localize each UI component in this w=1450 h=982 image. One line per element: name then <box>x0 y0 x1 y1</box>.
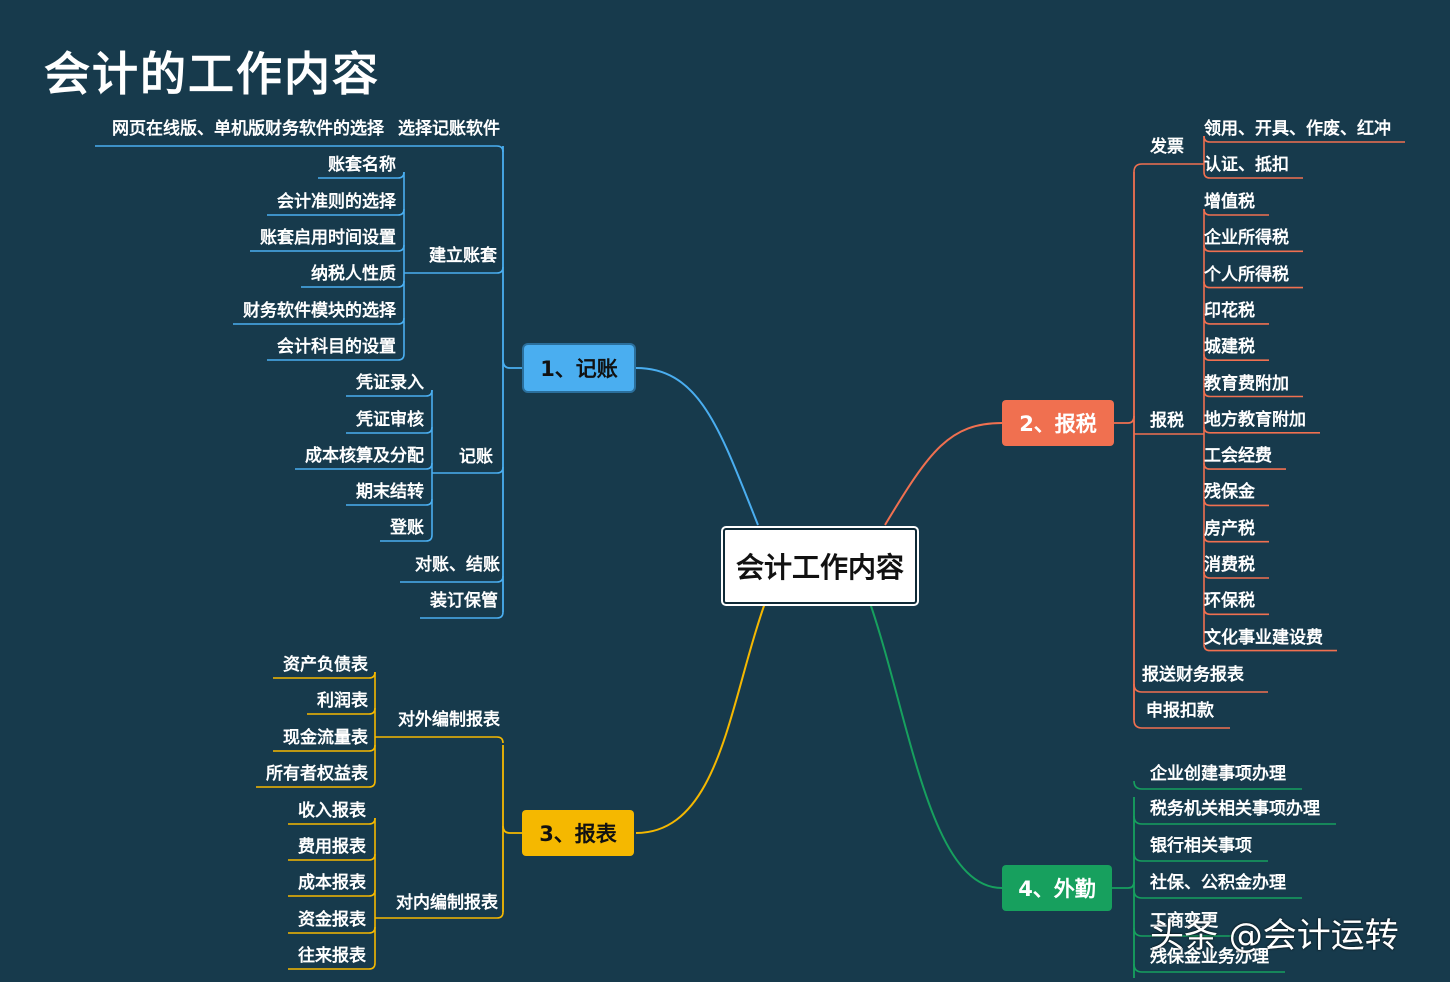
connector-line <box>1133 163 1204 173</box>
node-waiqin-item: 银行相关事项 <box>1150 836 1252 856</box>
node-record-item: 成本核算及分配 <box>305 446 424 466</box>
connector-line <box>375 736 504 744</box>
node-record-item: 凭证审核 <box>356 410 424 430</box>
node-invoice-title: 发票 <box>1150 137 1184 157</box>
node-tax-title: 报税 <box>1150 411 1184 431</box>
connector-line <box>1133 852 1268 862</box>
node-setup-title: 建立账套 <box>429 246 497 266</box>
node-internal-item: 成本报表 <box>298 873 366 893</box>
node-setup-item: 账套名称 <box>328 155 396 175</box>
node-tax-item: 增值税 <box>1204 192 1255 212</box>
node-external-item: 所有者权益表 <box>266 764 368 784</box>
connector-line <box>95 145 504 153</box>
node-waiqin-item: 残保金业务办理 <box>1150 947 1269 967</box>
connector-line <box>420 611 504 619</box>
connector-line <box>1133 815 1336 825</box>
connector-root-waiqin <box>869 602 1003 889</box>
connector-line <box>1203 644 1337 652</box>
node-tax-item: 残保金 <box>1204 482 1255 503</box>
node-tax-item: 城建税 <box>1204 337 1255 358</box>
branch-waiqin: 4、外勤 <box>1002 865 1112 911</box>
node-tax-item: 教育费附加 <box>1204 373 1289 394</box>
node-tax-item: 地方教育附加 <box>1204 409 1306 430</box>
connector-line <box>1133 683 1268 693</box>
connector-line <box>400 575 504 583</box>
node-waiqin-item: 税务机关相关事项办理 <box>1150 799 1320 819</box>
connector-root-baobiao <box>635 602 766 834</box>
node-tax-item: 环保税 <box>1204 591 1255 612</box>
node-record-title: 记账 <box>459 447 493 467</box>
connector-line <box>1203 171 1303 179</box>
branch-baobiao: 3、报表 <box>522 810 634 856</box>
connector-line <box>1133 927 1234 937</box>
connector-line <box>375 911 504 919</box>
node-setup-item: 纳税人性质 <box>311 264 396 284</box>
node-binding: 装订保管 <box>430 591 498 611</box>
node-software-title: 选择记账软件 <box>398 119 500 139</box>
connector-line <box>502 825 522 834</box>
branch-jizhang: 1、记账 <box>524 345 634 391</box>
connector-line <box>288 962 376 970</box>
page-title: 会计的工作内容 <box>44 47 380 101</box>
connector-root-jizhang <box>635 367 759 526</box>
node-tax-item: 个人所得税 <box>1204 264 1289 285</box>
node-external-item: 利润表 <box>317 691 368 711</box>
node-invoice-item: 领用、开具、作废、红冲 <box>1204 119 1391 139</box>
node-record-item: 期末结转 <box>356 482 424 502</box>
node-deduction: 申报扣款 <box>1146 701 1214 721</box>
branch-baoshui: 2、报税 <box>1002 400 1114 446</box>
node-tax-item: 文化事业建设费 <box>1204 627 1323 648</box>
node-tax-item: 房产税 <box>1204 518 1255 539</box>
node-setup-item: 会计科目的设置 <box>277 337 396 357</box>
node-record-item: 登账 <box>390 518 424 538</box>
connector-line <box>1133 719 1230 729</box>
connector-line <box>380 534 433 542</box>
node-tax-item: 消费税 <box>1204 555 1255 575</box>
node-external-item: 现金流量表 <box>283 728 368 748</box>
connector-line <box>1133 780 1302 790</box>
node-external-item: 资产负债表 <box>283 655 368 675</box>
node-external-title: 对外编制报表 <box>398 710 500 730</box>
node-invoice-item: 认证、抵扣 <box>1204 155 1289 175</box>
connector-line <box>404 266 504 274</box>
node-internal-title: 对内编制报表 <box>396 893 498 913</box>
node-tax-item: 工会经费 <box>1204 446 1272 467</box>
connector-line <box>1114 415 1135 424</box>
node-waiqin-item: 企业创建事项办理 <box>1150 764 1286 784</box>
root-node: 会计工作内容 <box>723 528 917 604</box>
node-setup-item: 会计准则的选择 <box>277 192 396 212</box>
node-tax-item: 印花税 <box>1204 300 1255 321</box>
node-waiqin-item: 工商变更 <box>1150 911 1218 931</box>
connector-line <box>1112 881 1135 889</box>
node-internal-item: 费用报表 <box>298 837 366 857</box>
node-waiqin-item: 社保、公积金办理 <box>1150 873 1286 893</box>
connector-line <box>256 780 376 788</box>
node-tax-item: 企业所得税 <box>1204 228 1289 249</box>
node-reconcile: 对账、结账 <box>415 555 500 575</box>
connector-root-baoshui <box>884 422 1003 526</box>
connector-line <box>267 353 405 361</box>
node-internal-item: 往来报表 <box>298 946 366 966</box>
node-report-submit: 报送财务报表 <box>1142 665 1244 685</box>
connector-line <box>1133 889 1302 899</box>
node-internal-item: 收入报表 <box>298 801 366 821</box>
node-setup-item: 财务软件模块的选择 <box>243 301 396 321</box>
connector-line <box>502 359 524 369</box>
node-record-item: 凭证录入 <box>356 373 424 393</box>
connector-line <box>432 466 504 474</box>
connector-line <box>1133 963 1285 973</box>
watermark: 头条 @会计运转 <box>1150 916 1399 956</box>
node-setup-item: 账套启用时间设置 <box>260 228 396 248</box>
node-internal-item: 资金报表 <box>298 910 366 930</box>
node-software-item: 网页在线版、单机版财务软件的选择 <box>112 119 384 139</box>
